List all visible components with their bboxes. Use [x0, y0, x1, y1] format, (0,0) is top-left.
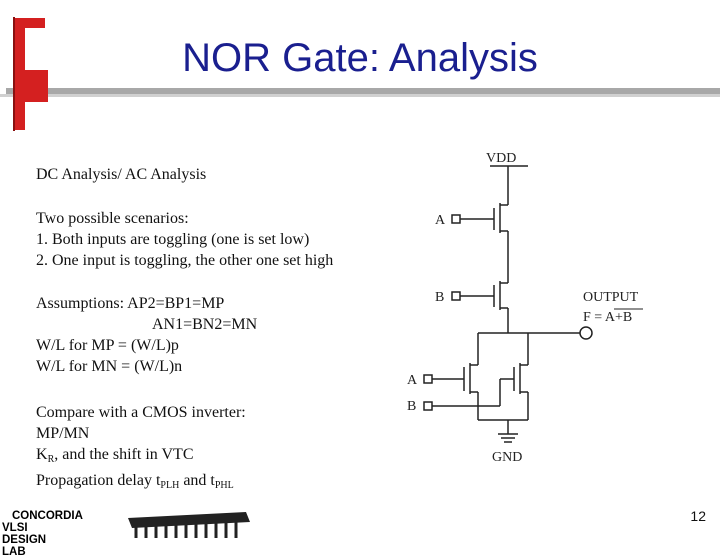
- output-expression: F = A+B: [583, 310, 632, 325]
- input-b-bottom-label: B: [407, 399, 416, 414]
- delay-prefix: Propagation delay t: [36, 472, 161, 489]
- delay-mid: and t: [179, 472, 215, 489]
- assumption-2: AN1=BN2=MN: [152, 316, 258, 333]
- scenarios-intro: Two possible scenarios:: [36, 210, 189, 227]
- logo-line-2: VLSI DESIGN LAB: [2, 522, 47, 558]
- slide-title: NOR Gate: Analysis: [182, 36, 538, 80]
- compare-block: Compare with a CMOS inverter: MP/MN KR, …: [36, 402, 246, 496]
- compare-line-4: Propagation delay tPLH and tPHL: [36, 470, 246, 496]
- scenario-1: 1. Both inputs are toggling (one is set …: [36, 231, 310, 248]
- nor-gate-schematic: VDD A B A B OUTPUT F = A+B GND: [407, 151, 643, 465]
- compare-line-2: MP/MN: [36, 425, 90, 442]
- chip-icon: [128, 512, 250, 538]
- compare-line-3: KR, and the shift in VTC: [36, 444, 246, 470]
- corner-decoration: [0, 17, 720, 131]
- plh-subscript: PLH: [160, 480, 180, 491]
- assumptions-block: Assumptions: AP2=BP1=MP AN1=BN2=MN W/L f…: [36, 293, 257, 377]
- kr-suffix: , and the shift in VTC: [54, 446, 194, 463]
- gnd-label: GND: [492, 450, 522, 465]
- input-a-bottom-label: A: [407, 373, 418, 388]
- vdd-label: VDD: [486, 151, 516, 166]
- kr-subscript: R: [47, 454, 55, 465]
- assumption-1: Assumptions: AP2=BP1=MP: [36, 295, 225, 312]
- scenarios-block: Two possible scenarios: 1. Both inputs a…: [36, 208, 333, 271]
- output-label: OUTPUT: [583, 290, 639, 305]
- assumption-3: W/L for MP = (W/L)p: [36, 337, 179, 354]
- heading-dc-ac: DC Analysis/ AC Analysis: [36, 166, 207, 183]
- kr-prefix: K: [36, 446, 48, 463]
- logo-line-1: CONCORDIA: [12, 510, 83, 522]
- assumption-4: W/L for MN = (W/L)n: [36, 358, 183, 375]
- input-a-top-label: A: [435, 213, 446, 228]
- input-b-top-label: B: [435, 290, 444, 305]
- scenario-2: 2. One input is toggling, the other one …: [36, 252, 334, 269]
- page-number: 12: [690, 508, 706, 524]
- compare-line-1: Compare with a CMOS inverter:: [36, 404, 246, 421]
- phl-subscript: PHL: [214, 480, 234, 491]
